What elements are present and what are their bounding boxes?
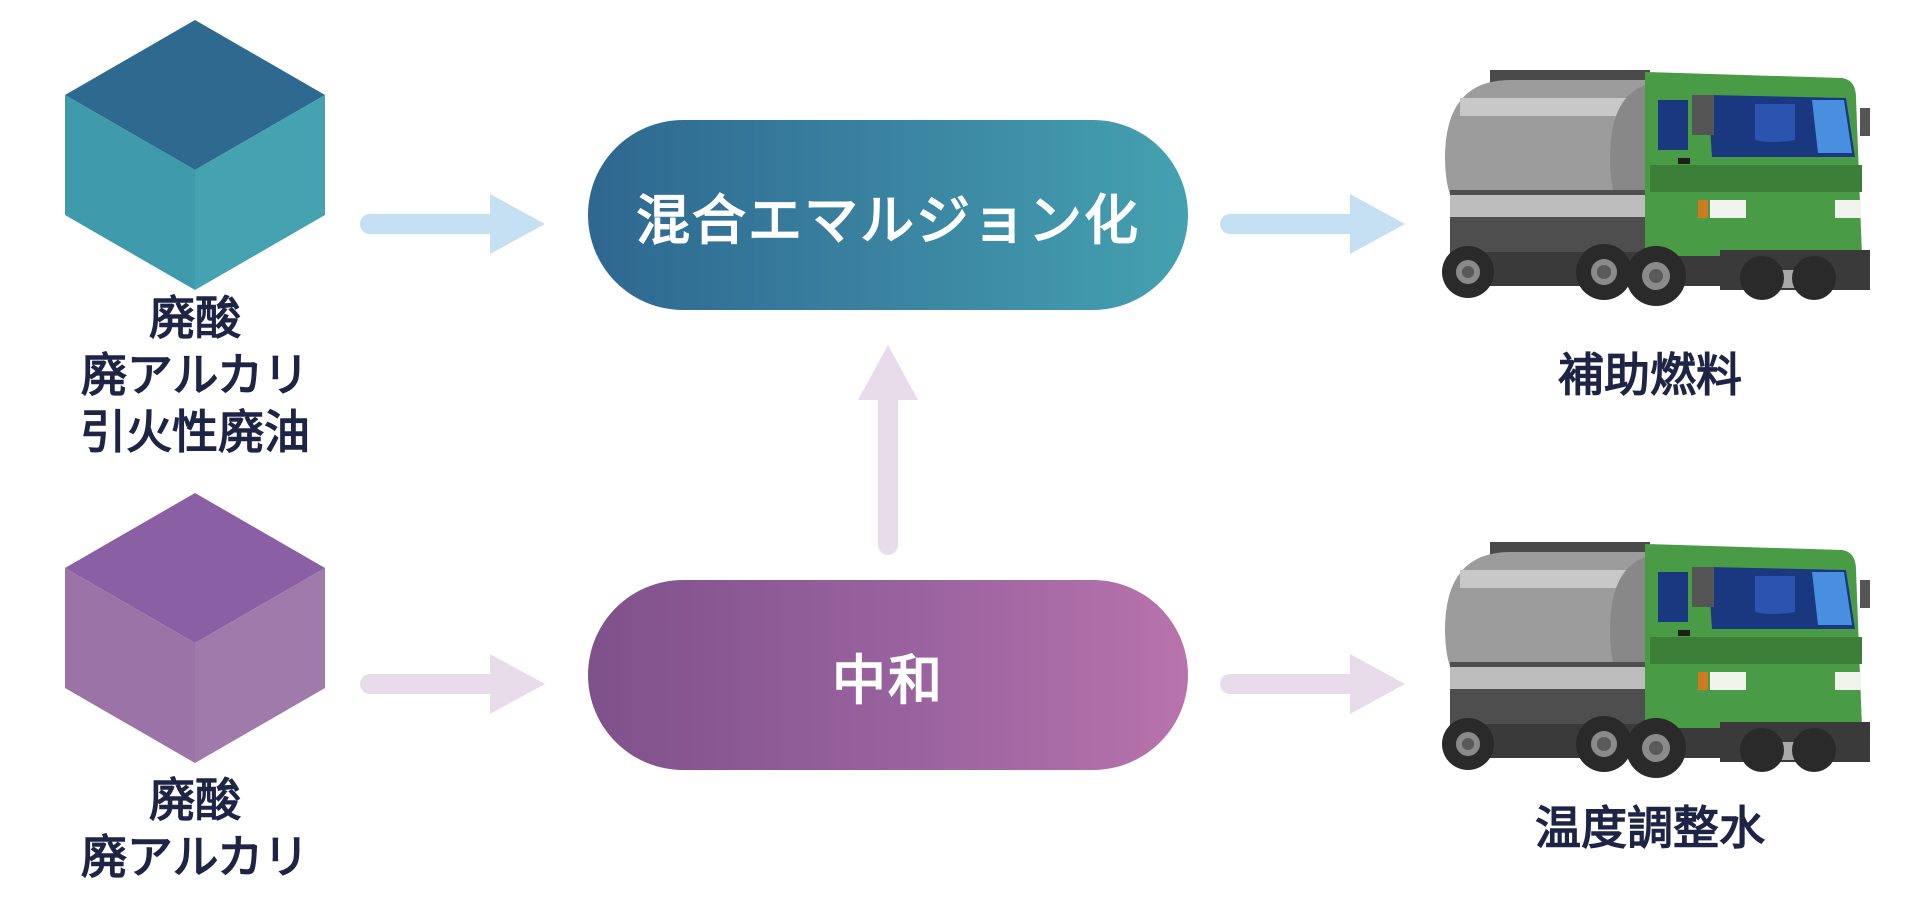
input-label-line: 廃酸: [149, 291, 241, 345]
arrow-emulsify-to-output: [1220, 194, 1405, 254]
output-label-top: 補助燃料: [1500, 347, 1800, 404]
arrow-input-to-emulsify: [360, 194, 545, 254]
tanker-truck-icon: [1442, 542, 1870, 778]
output-label-text: 補助燃料: [1558, 348, 1742, 402]
purple-cube-icon: [65, 493, 325, 763]
input-label-top: 廃酸 廃アルカリ 引火性廃油: [35, 290, 355, 461]
input-label-line: 廃酸: [149, 773, 241, 827]
emulsify-process-node: 混合エマルジョン化: [588, 120, 1188, 310]
input-label-line: 廃アルカリ: [80, 348, 310, 402]
emulsify-process-label: 混合エマルジョン化: [636, 188, 1140, 252]
input-label-line: 引火性廃油: [80, 405, 310, 459]
neutralize-process-node: 中和: [588, 580, 1188, 770]
input-label-line: 廃アルカリ: [80, 830, 310, 884]
output-label-text: 温度調整水: [1535, 801, 1765, 855]
output-label-bottom: 温度調整水: [1500, 800, 1800, 857]
arrow-neutralize-to-emulsify: [858, 345, 918, 555]
teal-cube-icon: [65, 20, 325, 290]
tanker-truck-icon: [1442, 70, 1870, 306]
neutralize-process-label: 中和: [832, 648, 944, 712]
arrow-input-to-neutralize: [360, 654, 545, 714]
arrow-neutralize-to-output: [1220, 654, 1405, 714]
input-label-bottom: 廃酸 廃アルカリ: [35, 772, 355, 886]
